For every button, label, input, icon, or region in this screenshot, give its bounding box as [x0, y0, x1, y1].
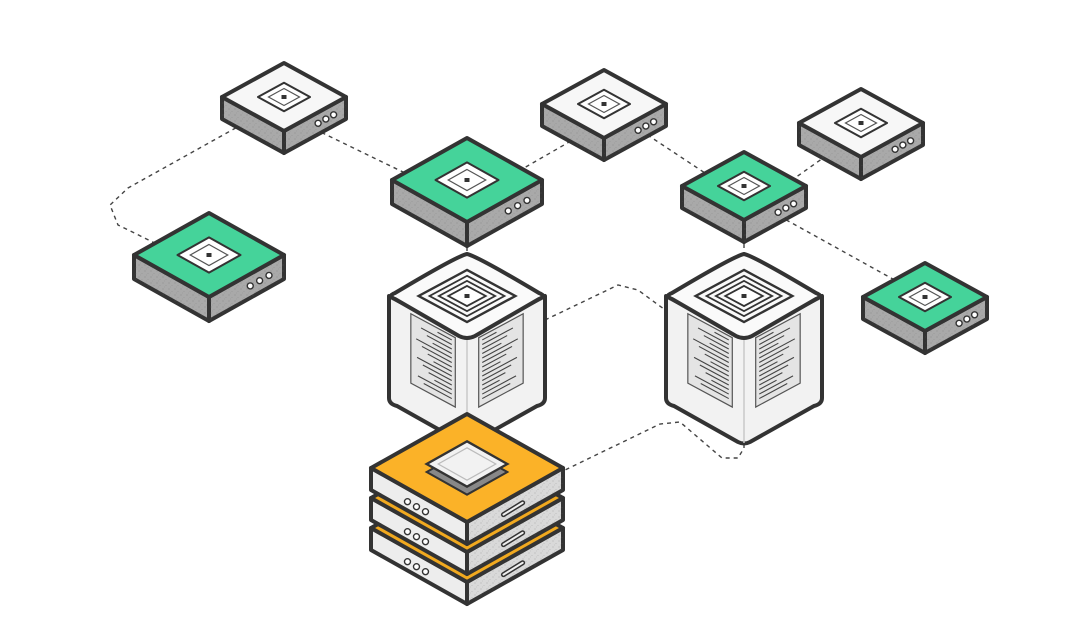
- storage-chip: [424, 439, 510, 489]
- chip-core: [922, 295, 928, 299]
- cooling-ring: [714, 279, 774, 313]
- cooling-ring: [704, 274, 784, 318]
- storage-led: [421, 567, 430, 576]
- port-led: [782, 204, 790, 212]
- port-led: [322, 115, 330, 123]
- storage-led: [412, 502, 421, 511]
- port-led: [329, 111, 338, 119]
- node-side-texture: [799, 123, 861, 179]
- port-led: [513, 201, 522, 210]
- port-led: [774, 208, 782, 217]
- port-led: [523, 196, 531, 205]
- storage-led: [403, 557, 412, 566]
- nodes-layer: [132, 61, 989, 606]
- link-node-4-node-6: [771, 211, 901, 284]
- edge-node-1: [220, 61, 348, 155]
- cooling-ring: [416, 268, 518, 324]
- cooling-ring: [693, 268, 795, 324]
- port-led: [789, 200, 798, 208]
- chip-core: [464, 178, 470, 182]
- port-led: [246, 282, 254, 290]
- chip-core: [281, 95, 287, 99]
- chip-core: [858, 121, 864, 125]
- edge-node-4: [680, 150, 808, 244]
- port-led: [314, 119, 322, 128]
- storage-stack: [369, 412, 565, 606]
- vent-panel-right: [755, 312, 801, 409]
- node-side-texture: [682, 186, 744, 242]
- port-led: [634, 126, 642, 135]
- chip-core: [601, 102, 607, 106]
- port-led: [504, 207, 512, 215]
- port-led: [970, 311, 979, 319]
- port-led: [955, 319, 963, 327]
- compute-cube-2: [664, 252, 824, 446]
- node-side-texture: [863, 297, 925, 353]
- edge-node-2: [390, 136, 544, 248]
- port-led: [642, 122, 650, 130]
- port-led: [265, 271, 273, 280]
- cube-core: [464, 294, 470, 298]
- edge-node-3: [540, 68, 668, 162]
- cube-core: [741, 294, 747, 298]
- port-led: [906, 137, 915, 145]
- port-led: [899, 141, 907, 149]
- link-cube-1-cube-2: [544, 284, 669, 321]
- port-led: [963, 315, 971, 323]
- vent-panel-left: [410, 312, 456, 409]
- node-side-texture: [222, 97, 284, 153]
- storage-led: [412, 562, 421, 571]
- vent-panel-left: [687, 312, 733, 409]
- node-side-texture: [209, 255, 284, 321]
- edge-node-6: [861, 261, 989, 355]
- storage-led: [421, 537, 430, 546]
- compute-cube-1: [387, 252, 547, 446]
- link-node-1-node-7: [109, 119, 251, 249]
- storage-led: [421, 507, 430, 516]
- node-side-texture: [134, 255, 209, 321]
- link-node-3-node-4: [633, 125, 709, 176]
- port-led: [891, 145, 899, 154]
- cooling-ring: [437, 279, 497, 313]
- node-side-texture: [392, 180, 467, 246]
- edge-node-5: [797, 87, 925, 181]
- storage-led: [403, 497, 412, 506]
- edge-node-7: [132, 211, 286, 323]
- chip-core: [741, 184, 747, 188]
- vent-panel-right: [478, 312, 524, 409]
- cooling-ring: [427, 274, 507, 318]
- port-led: [649, 118, 658, 126]
- storage-led: [412, 532, 421, 541]
- link-cube-2-storage-stack: [564, 412, 745, 471]
- chip-core: [206, 253, 212, 257]
- node-side-texture: [467, 180, 542, 246]
- storage-led: [403, 527, 412, 536]
- node-side-texture: [542, 104, 604, 160]
- port-led: [255, 276, 264, 285]
